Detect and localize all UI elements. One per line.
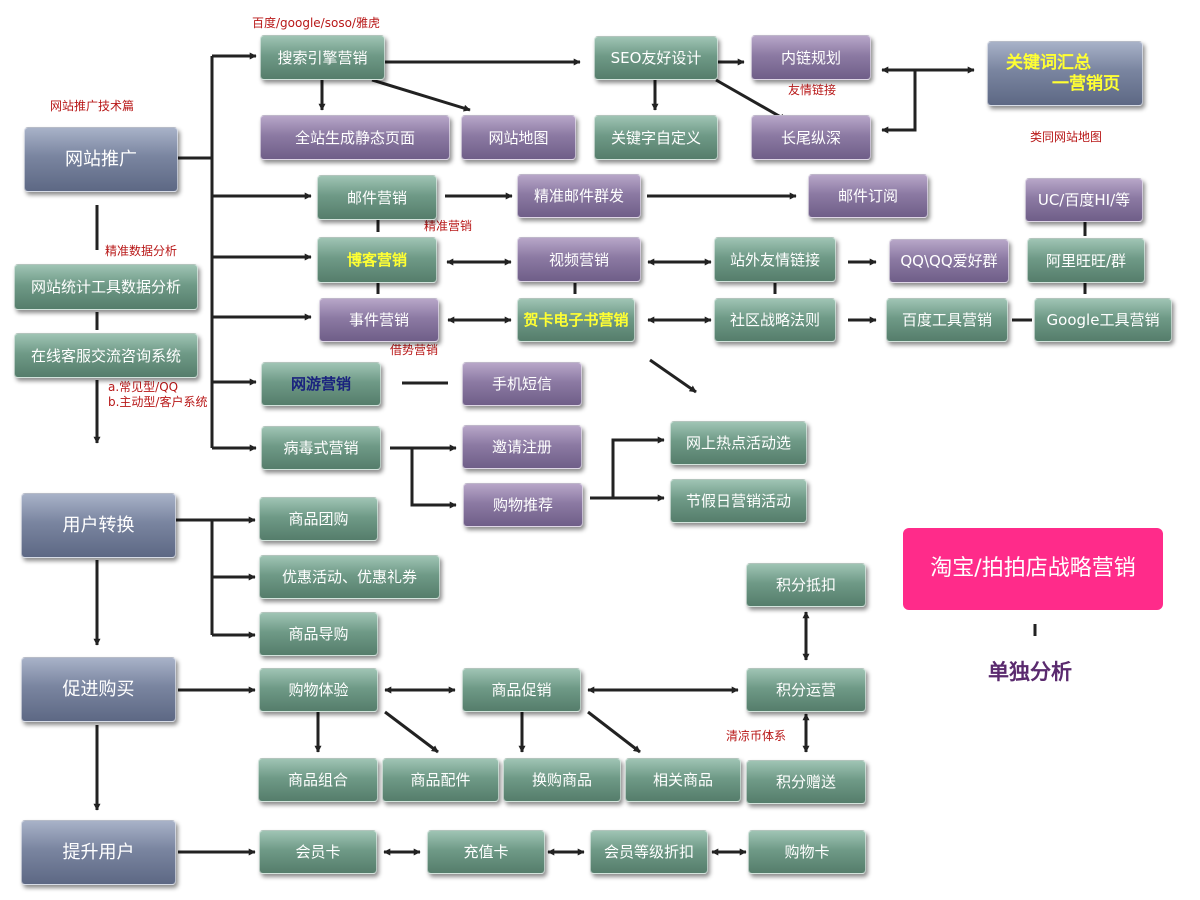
holiday-marketing: 节假日营销活动 (670, 479, 807, 523)
note-precise-data: 精准数据分析 (105, 244, 178, 258)
search-engine-marketing: 搜索引擎营销 (260, 35, 385, 80)
email-marketing: 邮件营销 (317, 175, 437, 220)
points-deduction: 积分抵扣 (746, 563, 866, 607)
ecard-ebook-marketing: 贺卡电子书营销 (517, 298, 635, 342)
note-similar-sitemap: 类同网站地图 (1030, 130, 1103, 144)
community-strategy: 社区战略法则 (714, 298, 836, 342)
aliwangwang-groups: 阿里旺旺/群 (1027, 238, 1145, 283)
email-subscribe: 邮件订阅 (808, 174, 928, 218)
note-precise-marketing: 精准营销 (424, 219, 473, 233)
group-buy: 商品团购 (259, 497, 378, 541)
product-guide: 商品导购 (259, 612, 378, 656)
product-promotion: 商品促销 (462, 668, 581, 712)
stage-upgrade: 提升用户 (21, 820, 176, 885)
shopping-card: 购物卡 (748, 830, 866, 874)
note-type-a: a.常见型/QQ (108, 380, 179, 394)
hot-activity-selection: 网上热点活动选 (670, 421, 807, 465)
invite-register: 邀请注册 (462, 425, 582, 469)
taobao-paipai-strategy: 淘宝/拍拍店战略营销 (903, 528, 1163, 610)
recharge-card: 充值卡 (427, 830, 545, 874)
video-marketing: 视频营销 (517, 237, 641, 282)
stats-tool-analysis: 网站统计工具数据分析 (14, 264, 198, 310)
long-tail: 长尾纵深 (751, 115, 871, 160)
keyword-summary-line2: 一营销页 (1052, 73, 1120, 94)
member-level-discount: 会员等级折扣 (590, 830, 708, 874)
note-search-engines: 百度/google/soso/雅虎 (252, 16, 380, 30)
viral-marketing: 病毒式营销 (261, 426, 381, 470)
note-tech-title: 网站推广技术篇 (50, 99, 135, 113)
exchange-product: 换购商品 (503, 758, 621, 802)
inner-link-planning: 内链规划 (751, 35, 871, 80)
member-card: 会员卡 (259, 830, 377, 874)
stage-promotion: 网站推广 (24, 127, 178, 192)
static-pages: 全站生成静态页面 (260, 115, 450, 160)
sitemap: 网站地图 (461, 115, 576, 160)
keyword-summary-line1: 关键词汇总 (1006, 53, 1091, 74)
seo-friendly-design: SEO友好设计 (594, 36, 718, 80)
uc-baidu-hi: UC/百度HI/等 (1025, 178, 1143, 222)
qq-groups: QQ\QQ爱好群 (889, 239, 1009, 283)
note-friend-links: 友情链接 (788, 83, 837, 97)
coupon-activity: 优惠活动、优惠礼券 (259, 555, 440, 599)
event-marketing: 事件营销 (319, 298, 439, 342)
keyword-summary-landing: 关键词汇总 一营销页 (987, 41, 1143, 106)
shopping-recommend: 购物推荐 (463, 483, 583, 527)
mobile-sms: 手机短信 (462, 362, 582, 406)
keyword-custom: 关键字自定义 (594, 115, 718, 160)
note-qingliang: 清凉币体系 (726, 729, 787, 743)
blog-marketing: 博客营销 (317, 237, 437, 283)
note-separate-analysis: 单独分析 (988, 660, 1072, 684)
precise-email: 精准邮件群发 (517, 174, 641, 218)
stage-conversion: 用户转换 (21, 493, 176, 558)
related-product: 相关商品 (625, 758, 741, 802)
product-combo: 商品组合 (258, 758, 378, 802)
note-type-b: b.主动型/客户系统 (108, 395, 208, 409)
points-gift: 积分赠送 (746, 760, 866, 804)
online-game-marketing: 网游营销 (261, 362, 381, 406)
shopping-experience: 购物体验 (259, 668, 378, 712)
note-leverage-marketing: 借势营销 (390, 343, 439, 357)
online-service-system: 在线客服交流咨询系统 (14, 333, 198, 378)
google-tools-marketing: Google工具营销 (1034, 298, 1172, 342)
product-accessory: 商品配件 (382, 758, 499, 802)
stage-purchase: 促进购买 (21, 657, 176, 722)
points-operation: 积分运营 (746, 668, 866, 712)
external-friend-links: 站外友情链接 (714, 237, 836, 282)
baidu-tools-marketing: 百度工具营销 (886, 298, 1008, 342)
